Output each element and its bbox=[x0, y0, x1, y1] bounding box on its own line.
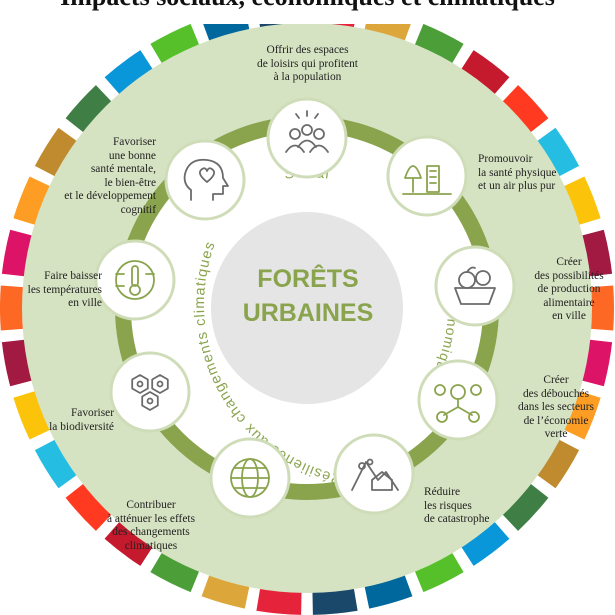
label-risques: Réduire les risques de catastrophe bbox=[424, 486, 490, 526]
hexagon-species-icon bbox=[109, 351, 191, 433]
label-loisirs: Offrir des espaces de loisirs qui profit… bbox=[257, 44, 358, 84]
page-title: Impacts sociaux, économiques et climatiq… bbox=[0, 0, 615, 14]
center-label: FORÊTS URBAINES bbox=[242, 265, 374, 327]
people-group-icon bbox=[266, 97, 348, 179]
label-climat: Contribuer à atténuer les effets des cha… bbox=[106, 499, 196, 552]
head-heart-icon bbox=[164, 139, 246, 221]
label-biodiversite: Favoriser la biodiversité bbox=[49, 407, 114, 433]
fruit-basket-icon bbox=[434, 245, 516, 327]
label-debouches: Créer des débouchés dans les secteurs de… bbox=[518, 374, 594, 441]
center-circle bbox=[211, 212, 403, 404]
label-temperatures: Faire baisser les températures en ville bbox=[27, 270, 102, 310]
label-sante: Promouvoir la santé physique et un air p… bbox=[478, 153, 557, 193]
label-mentale: Favoriser une bonne santé mentale, le bi… bbox=[64, 136, 156, 216]
globe-icon bbox=[209, 437, 291, 519]
icon-nodes bbox=[94, 97, 516, 519]
label-production: Créer des possibilités de production ali… bbox=[534, 256, 604, 323]
trees-city-icon bbox=[386, 135, 468, 217]
thermometer-icon bbox=[94, 239, 176, 321]
green-network-icon bbox=[417, 359, 499, 441]
landslide-house-icon bbox=[333, 433, 415, 515]
